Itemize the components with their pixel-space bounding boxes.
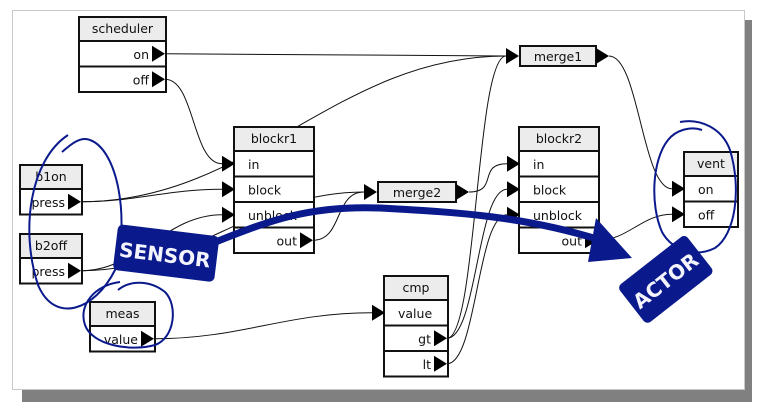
node-title: blockr2 <box>536 131 582 146</box>
port-lt[interactable]: lt <box>423 357 431 372</box>
output-port-icon[interactable] <box>152 45 165 62</box>
node-title: meas <box>105 306 139 321</box>
node-title: cmp <box>403 280 430 295</box>
port-on[interactable]: on <box>698 182 714 197</box>
node-header <box>685 153 737 176</box>
sensor-circle-annotation <box>28 134 123 310</box>
edge[interactable] <box>164 53 507 57</box>
node-title: blockr1 <box>251 131 297 146</box>
node-title: merge1 <box>534 49 582 64</box>
node-title: b1on <box>35 169 66 184</box>
input-port-icon[interactable] <box>672 206 685 223</box>
edge[interactable] <box>608 55 673 190</box>
port-press[interactable]: press <box>31 264 65 279</box>
node-b1on[interactable]: b1on press <box>19 164 83 216</box>
port-block[interactable]: block <box>533 182 567 197</box>
flow-arrow-annotation <box>196 204 604 252</box>
input-port-icon[interactable] <box>506 48 519 64</box>
node-cmp[interactable]: cmp value gt lt <box>372 275 449 378</box>
output-port-icon[interactable] <box>68 262 81 279</box>
port-block[interactable]: block <box>248 182 282 197</box>
sensor-badge: SENSOR <box>113 224 219 282</box>
node-header <box>385 277 447 300</box>
input-port-icon[interactable] <box>372 304 385 321</box>
output-port-icon[interactable] <box>434 330 447 347</box>
port-in[interactable]: in <box>248 157 259 172</box>
node-title: scheduler <box>92 21 154 36</box>
edge[interactable] <box>312 191 365 241</box>
output-port-icon[interactable] <box>596 48 609 64</box>
edge[interactable] <box>164 78 223 165</box>
input-port-icon[interactable] <box>222 155 235 172</box>
input-port-icon[interactable] <box>364 184 377 200</box>
edge[interactable] <box>446 55 507 339</box>
node-merge2[interactable]: merge2 <box>364 181 469 203</box>
edge[interactable] <box>468 163 508 193</box>
node-header <box>80 18 165 41</box>
port-value[interactable]: value <box>104 332 138 347</box>
node-meas[interactable]: meas value <box>89 301 156 353</box>
output-port-icon[interactable] <box>68 193 81 210</box>
edge[interactable] <box>153 312 373 340</box>
edge[interactable] <box>446 214 508 365</box>
port-press[interactable]: press <box>31 195 65 210</box>
meas-circle-annotation <box>82 281 174 349</box>
node-scheduler[interactable]: scheduler on off <box>78 16 167 93</box>
port-off[interactable]: off <box>698 207 715 222</box>
edge[interactable] <box>80 188 223 203</box>
output-port-icon[interactable] <box>434 355 447 372</box>
node-header <box>21 235 81 258</box>
input-port-icon[interactable] <box>672 180 685 197</box>
output-port-icon[interactable] <box>152 71 165 88</box>
input-port-icon[interactable] <box>222 181 235 198</box>
port-unblock[interactable]: unblock <box>533 208 583 223</box>
flow-arrowhead-icon <box>588 218 632 262</box>
port-out[interactable]: out <box>277 233 298 248</box>
input-port-icon[interactable] <box>222 206 235 223</box>
output-port-icon[interactable] <box>300 232 313 249</box>
node-vent[interactable]: vent on off <box>672 151 739 228</box>
port-in[interactable]: in <box>533 157 544 172</box>
node-header <box>235 128 313 151</box>
node-title: merge2 <box>393 185 441 200</box>
port-out[interactable]: out <box>562 233 583 248</box>
node-title: b2off <box>35 238 68 253</box>
port-gt[interactable]: gt <box>418 331 431 346</box>
output-port-icon[interactable] <box>141 330 154 347</box>
node-header <box>91 303 154 326</box>
actor-badge: ACTOR <box>619 236 713 323</box>
nodes-layer: scheduler on off b1on press b2off press meas val… <box>19 16 739 378</box>
input-port-icon[interactable] <box>507 155 520 172</box>
node-header <box>520 128 598 151</box>
edge[interactable] <box>446 188 508 339</box>
port-off[interactable]: off <box>133 72 150 87</box>
node-title: vent <box>697 156 725 171</box>
node-merge1[interactable]: merge1 <box>506 45 609 67</box>
port-value[interactable]: value <box>398 306 432 321</box>
port-on[interactable]: on <box>133 47 149 62</box>
output-port-icon[interactable] <box>456 184 469 200</box>
input-port-icon[interactable] <box>507 181 520 198</box>
